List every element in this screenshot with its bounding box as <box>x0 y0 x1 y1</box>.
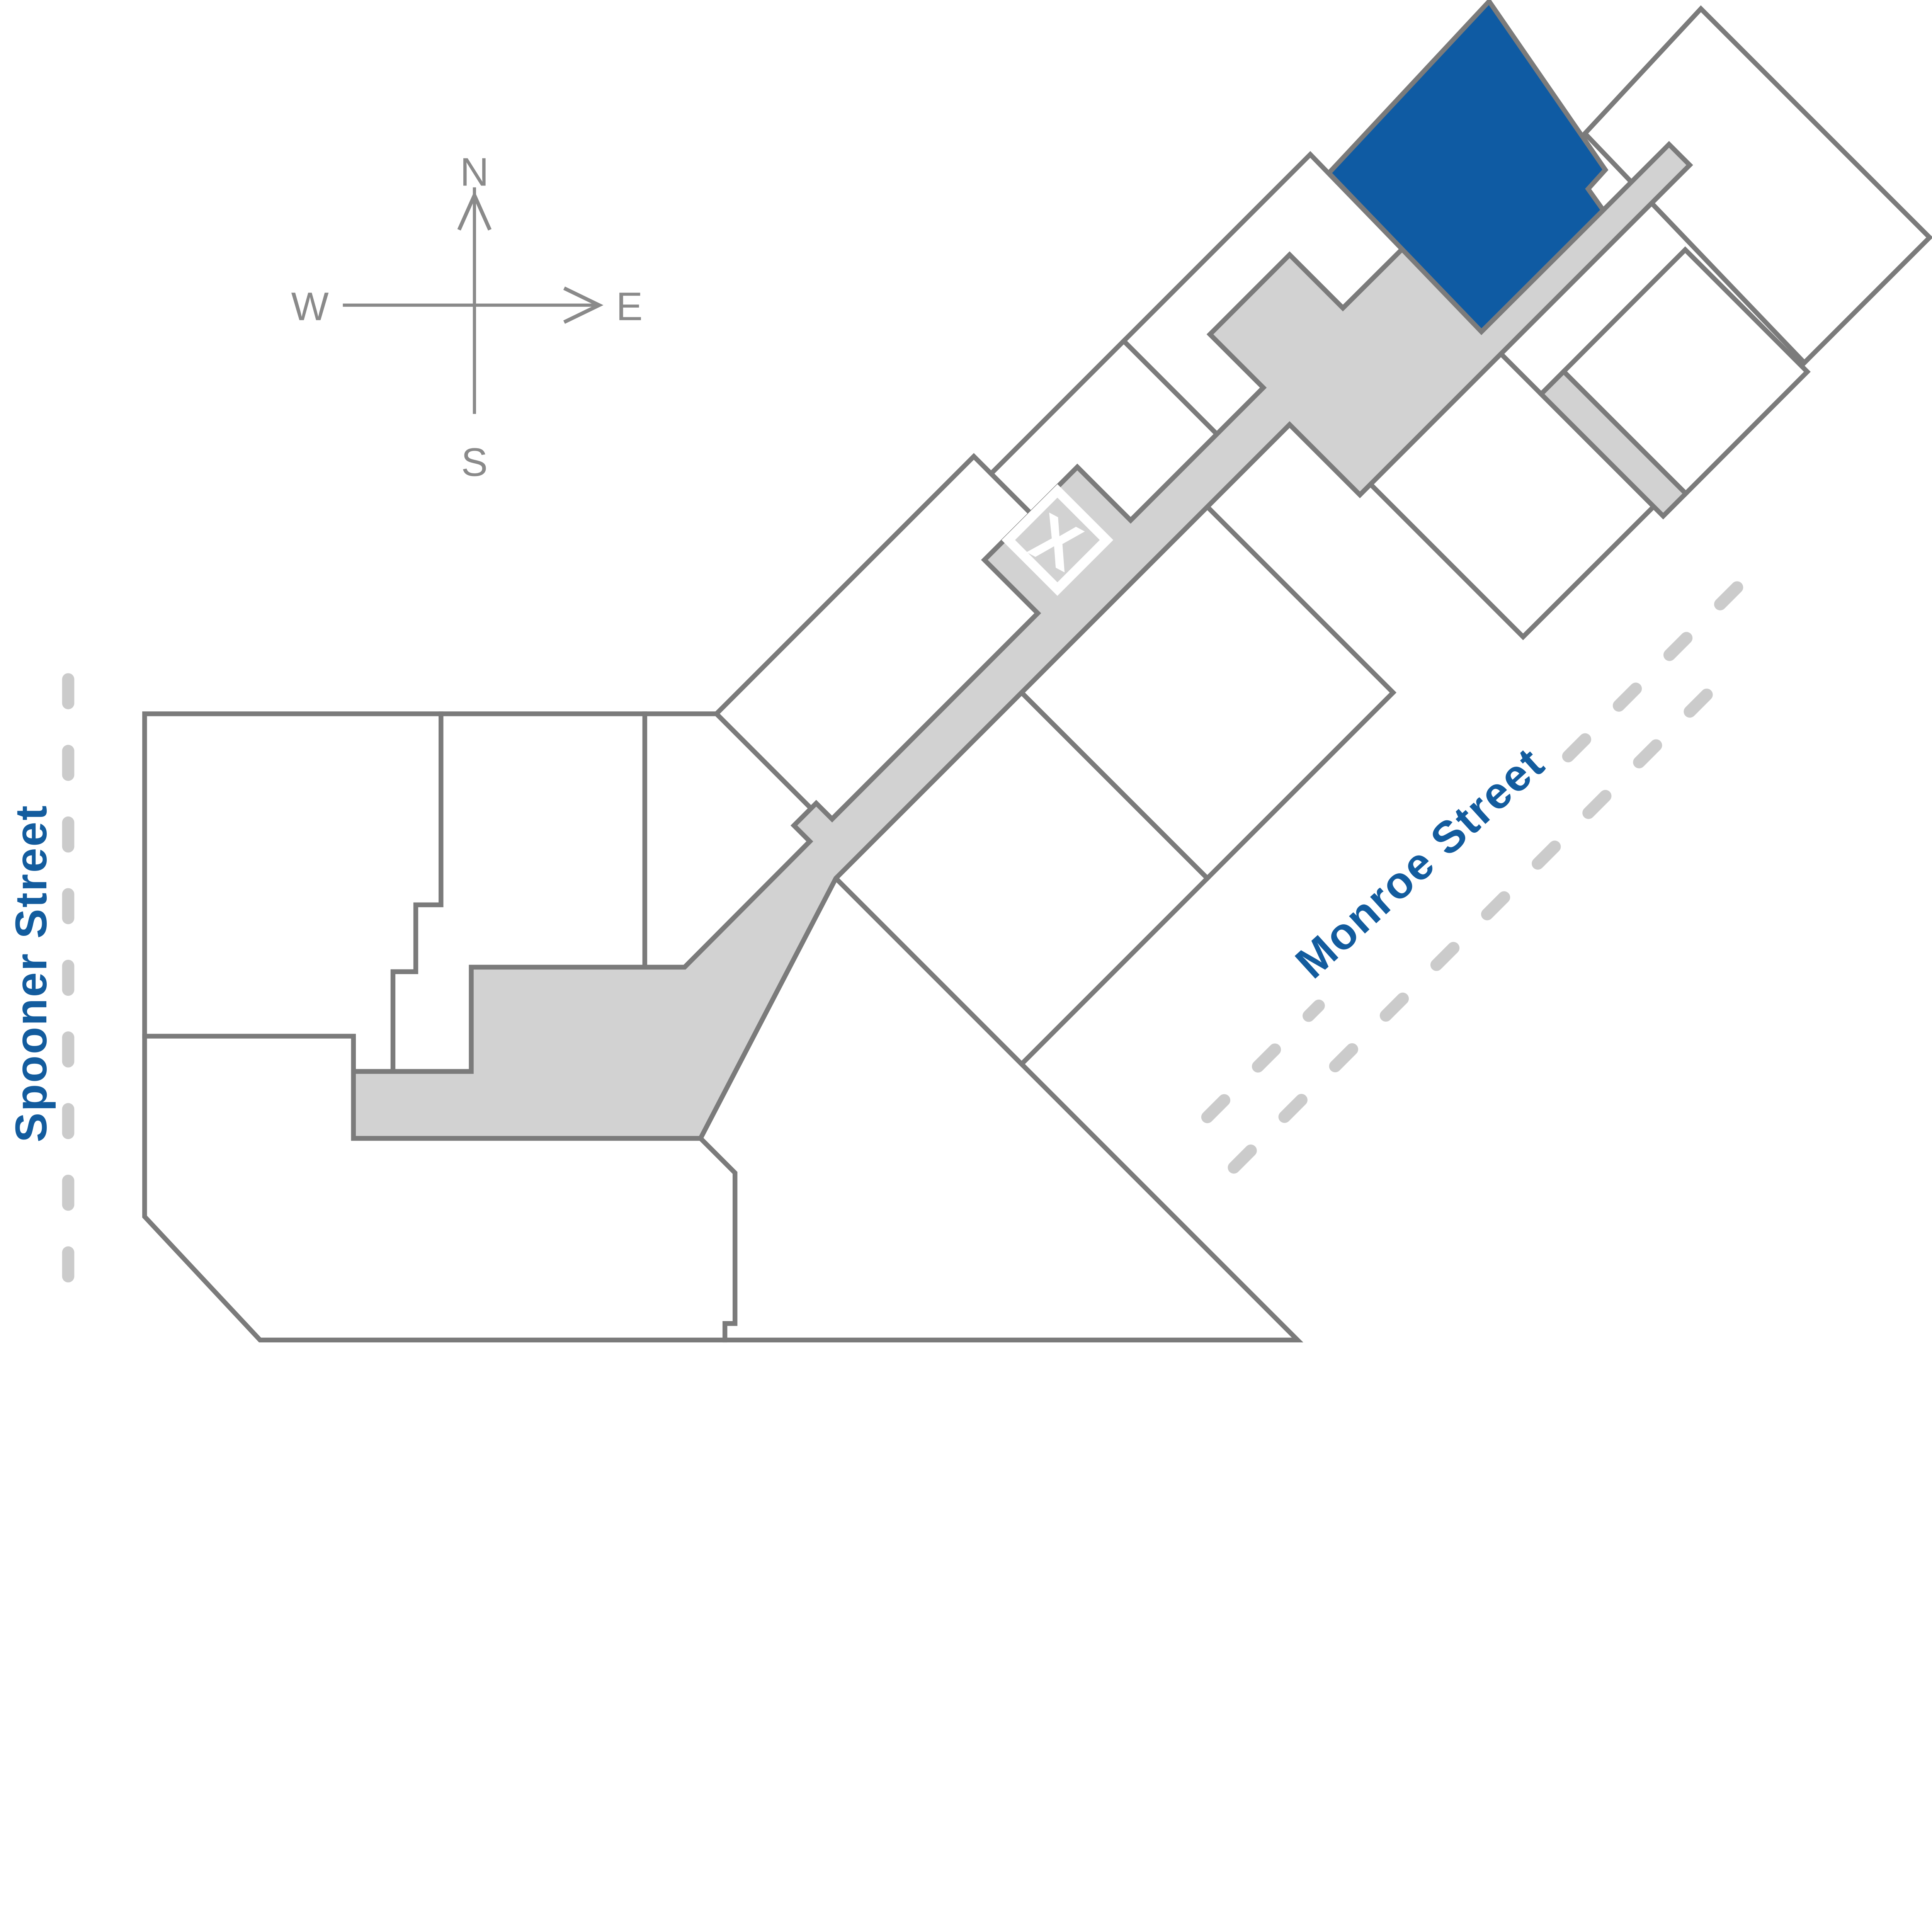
x-marker: X <box>1002 484 1114 596</box>
spooner-street-label: Spooner Street <box>7 804 56 1142</box>
compass-south-label: S <box>461 440 488 485</box>
walkway <box>351 141 1693 1141</box>
walkway-strip-east <box>1537 368 1689 520</box>
compass-east-arrow-icon <box>563 286 604 324</box>
floor-plan-svg: X N S W E Spooner Street Monroe Street <box>7 0 1932 1343</box>
compass: N S W E <box>291 150 643 484</box>
x-marker-diamond <box>1002 484 1114 596</box>
compass-north-arrow-icon <box>457 190 492 231</box>
monroe-street-label: Monroe Street <box>1286 738 1554 988</box>
monroe-street-dashed-line-upper-right <box>1562 572 1752 762</box>
top-right-block <box>1560 5 1932 497</box>
highlighted-unit <box>1325 0 1609 335</box>
compass-north-label: N <box>460 150 489 194</box>
monroe-street-dashed-line-lower <box>1228 657 1744 1174</box>
compass-west-label: W <box>291 284 328 329</box>
unit-topright-large <box>1582 5 1932 366</box>
monroe-street-dashed-line-upper-left <box>1201 999 1325 1123</box>
site-plan: X N S W E Spooner Street Monroe Street <box>7 0 1932 1343</box>
compass-east-label: E <box>616 284 643 329</box>
